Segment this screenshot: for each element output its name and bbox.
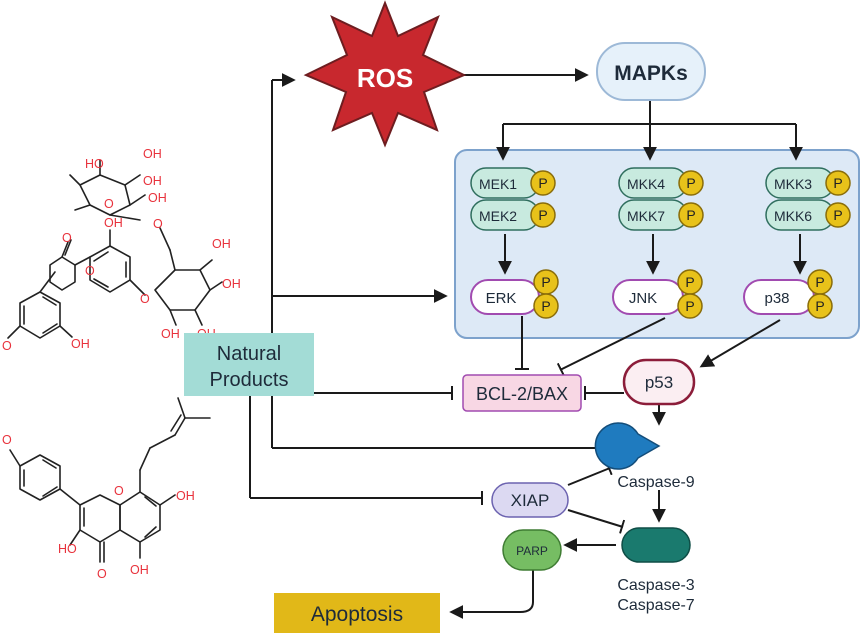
caspase3-7-icon — [621, 527, 691, 563]
xiap-inhibits-caspase9 — [567, 461, 613, 486]
apoptosis-box — [274, 593, 440, 633]
bottom-molecule-atom-ho: HO — [58, 542, 77, 556]
p53-node — [622, 358, 696, 406]
pathway-connectors — [249, 68, 807, 619]
phospho-badge: P — [677, 269, 703, 295]
svg-text:P: P — [833, 175, 842, 191]
top-molecule-atom-ho: HO — [85, 157, 104, 171]
svg-text:P: P — [686, 207, 695, 223]
svg-text:P: P — [685, 298, 694, 314]
mek1-label: MEK1 — [479, 176, 517, 192]
svg-text:P: P — [815, 298, 824, 314]
top-molecule-atom-oh: OH — [143, 174, 162, 188]
phospho-badge: P — [807, 293, 833, 319]
p38-label: p38 — [764, 290, 789, 307]
bcl2-bax-label: BCL-2/BAX — [476, 384, 568, 404]
ros-starburst — [303, 0, 467, 148]
svg-text:P: P — [685, 274, 694, 290]
caspase3-label: Caspase-3 — [617, 577, 694, 594]
bottom-molecule-structure: O O HO O OH OH — [2, 397, 211, 581]
bottom-molecule-atom-o: O — [114, 484, 124, 498]
mapks-label: MAPKs — [614, 62, 688, 85]
jnk-inhibits-bcl2 — [556, 317, 666, 377]
caspase7-label: Caspase-7 — [617, 597, 694, 614]
parp-label: PARP — [516, 544, 548, 558]
phospho-badge: P — [807, 269, 833, 295]
natural-products-label-line2: Products — [210, 369, 289, 391]
caspase9-label: Caspase-9 — [617, 474, 694, 491]
mkk4-label: MKK4 — [627, 176, 665, 192]
jnk-label: JNK — [629, 290, 657, 307]
xiap-label: XIAP — [511, 491, 550, 510]
phospho-badge: P — [678, 170, 704, 196]
phospho-badge: P — [530, 202, 556, 228]
top-molecule-atom-o: O — [104, 197, 114, 211]
erk-label: ERK — [486, 290, 517, 307]
xiap-node — [491, 482, 569, 518]
phospho-badge: P — [677, 293, 703, 319]
svg-text:P: P — [686, 175, 695, 191]
p53-label: p53 — [645, 373, 673, 392]
top-molecule-atom-oh: OH — [222, 277, 241, 291]
svg-text:P: P — [541, 298, 550, 314]
parp-to-apoptosis-arrow — [449, 570, 534, 619]
top-molecule-atom-o: O — [62, 231, 72, 245]
bcl2-bax-node — [462, 374, 582, 412]
phospho-badge: P — [678, 202, 704, 228]
natural-products-label-line1: Natural — [217, 343, 281, 365]
top-molecule-bonds — [7, 159, 223, 339]
mkk7-label: MKK7 — [627, 208, 665, 224]
top-molecule-atom-oh: OH — [143, 147, 162, 161]
phospho-badge: P — [825, 202, 851, 228]
svg-text:P: P — [541, 274, 550, 290]
kinase-group-mkk47: MKK4 MKK7 — [618, 167, 688, 231]
mkk6-label: MKK6 — [774, 208, 812, 224]
apoptosis-label: Apoptosis — [311, 603, 403, 626]
phospho-badge: P — [533, 269, 559, 295]
bottom-molecule-atom-oh: OH — [130, 563, 149, 577]
top-molecule-atom-oh: OH — [161, 327, 180, 341]
mek2-label: MEK2 — [479, 208, 517, 224]
phospho-badge: P — [533, 293, 559, 319]
parp-node — [502, 529, 562, 571]
bottom-molecule-atom-o: O — [2, 433, 12, 447]
bottom-molecule-bonds — [9, 397, 211, 563]
phospho-badge: P — [530, 170, 556, 196]
top-molecule-atom-o: O — [85, 264, 95, 278]
top-molecule-atom-oh: OH — [71, 337, 90, 351]
top-molecule-atom-o: O — [2, 339, 12, 353]
svg-text:P: P — [538, 207, 547, 223]
top-molecule-atom-o: O — [140, 292, 150, 306]
top-molecule-atom-o: O — [153, 217, 163, 231]
natural-products-box — [184, 333, 314, 396]
top-molecule-atom-oh: OH — [212, 237, 231, 251]
top-molecule-structure: O OH OH O O O O OH OH OH OH OH HO OH OH … — [2, 147, 241, 353]
xiap-inhibits-caspase37 — [567, 509, 626, 534]
mapks-node — [596, 42, 706, 101]
bottom-molecule-atom-o: O — [97, 567, 107, 581]
svg-text:P: P — [833, 207, 842, 223]
phospho-badge: P — [825, 170, 851, 196]
caspase9-icon — [594, 422, 661, 470]
top-molecule-atom-oh: OH — [104, 216, 123, 230]
ros-label: ROS — [357, 63, 413, 93]
bottom-molecule-atom-oh: OH — [176, 489, 195, 503]
phospho-badges: P P P P P P P P P P P P — [530, 170, 851, 319]
mkk3-label: MKK3 — [774, 176, 812, 192]
svg-text:P: P — [538, 175, 547, 191]
p38-to-p53-arrow — [699, 319, 781, 368]
svg-text:P: P — [815, 274, 824, 290]
top-molecule-atom-oh: OH — [148, 191, 167, 205]
